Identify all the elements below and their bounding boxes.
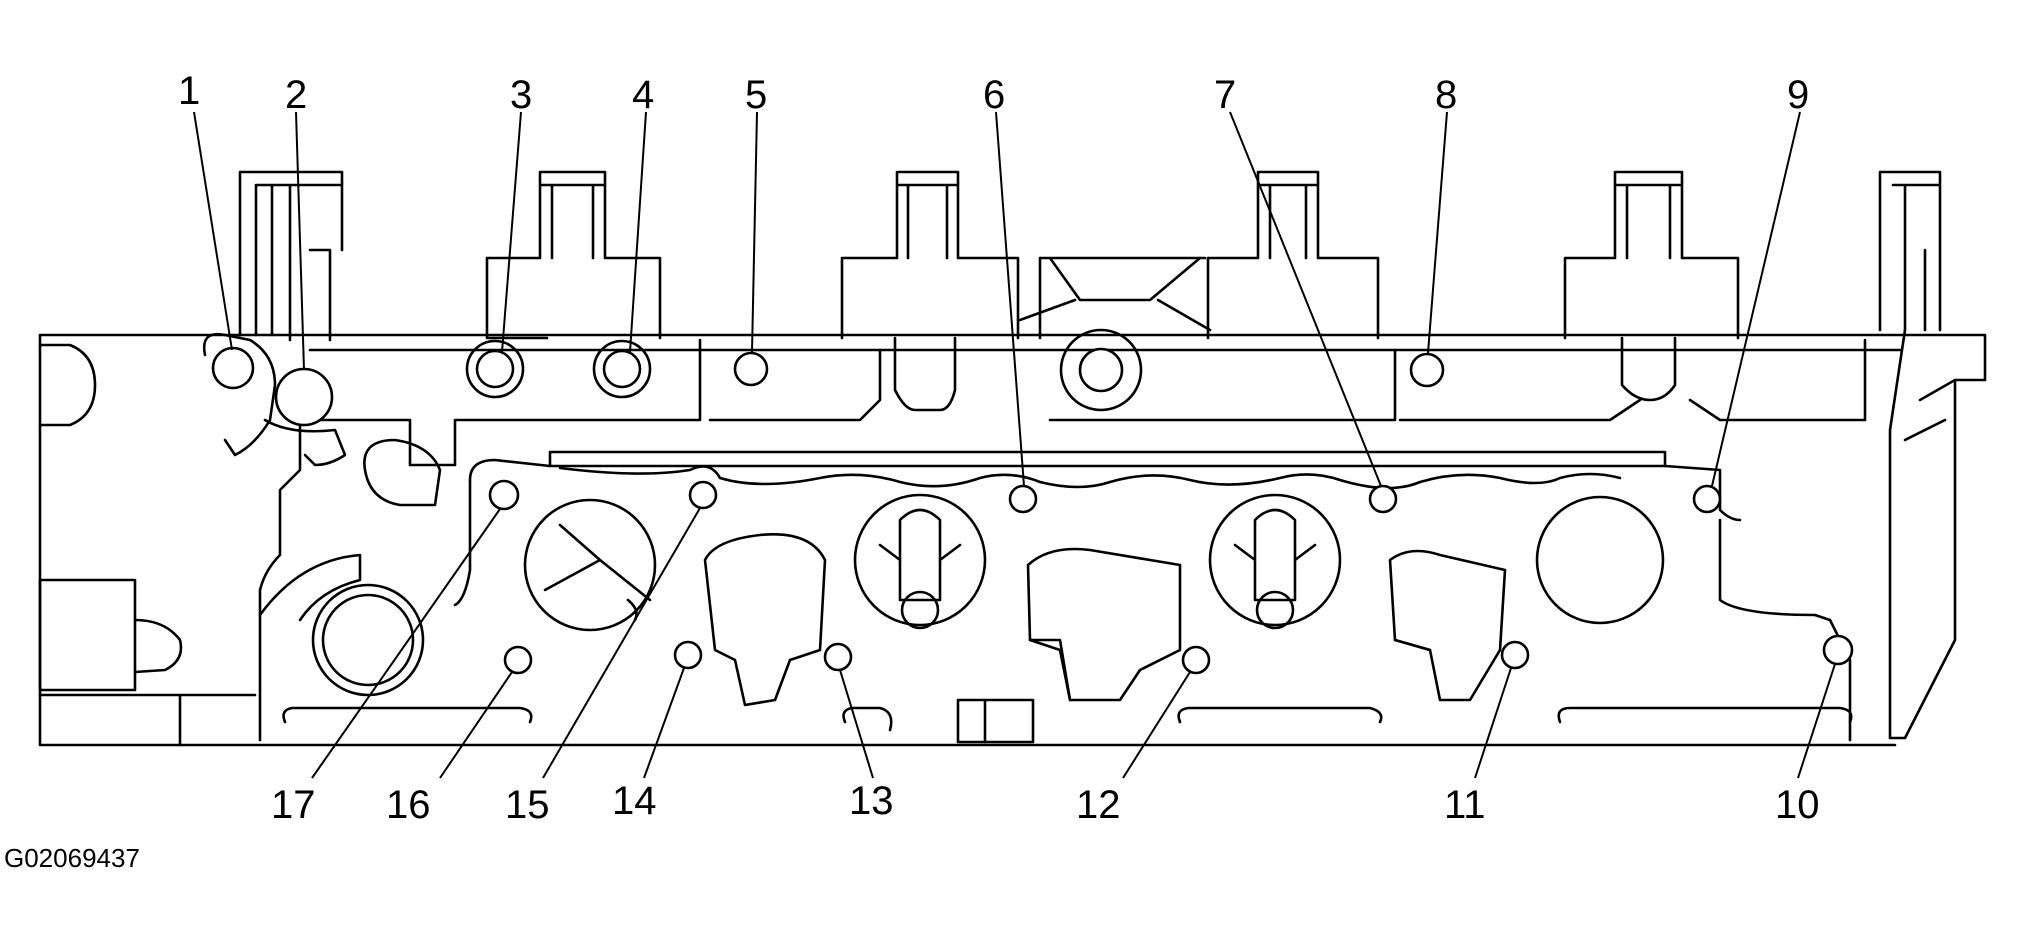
callout-7: 7 [1214, 73, 1236, 117]
callout-3: 3 [510, 73, 532, 117]
bolt-hole-4 [602, 349, 642, 389]
bolt-hole-10 [1822, 634, 1854, 666]
callout-8: 8 [1435, 73, 1457, 117]
bolt-hole-3 [475, 349, 515, 389]
bolt-hole-6 [1008, 484, 1038, 514]
bolt-hole-14 [673, 640, 703, 670]
callout-12: 12 [1076, 783, 1121, 827]
figure-id: G02069437 [4, 843, 140, 873]
callout-labels: 1 2 3 4 5 6 7 8 9 10 11 12 13 14 15 16 1… [178, 69, 1820, 827]
bolt-hole-1 [211, 346, 255, 390]
callout-9: 9 [1787, 73, 1809, 117]
bolt-hole-11 [1500, 640, 1530, 670]
bolt-holes [211, 328, 1854, 675]
bolt-hole-5 [733, 351, 769, 387]
bolt-hole-2 [274, 367, 334, 427]
callout-13: 13 [849, 779, 894, 823]
left-end-detail [38, 343, 425, 747]
bolt-hole-16 [503, 645, 533, 675]
bolt-hole-12 [1181, 645, 1211, 675]
callout-16: 16 [386, 783, 431, 827]
callout-17: 17 [271, 783, 316, 827]
bolt-hole-8 [1409, 352, 1445, 388]
callout-6: 6 [983, 73, 1005, 117]
bolt-hole-9 [1692, 484, 1722, 514]
bolt-hole-13 [823, 642, 853, 672]
leader-lines [193, 111, 1836, 779]
combustion-chambers [523, 493, 1665, 707]
bolt-hole-17 [488, 479, 520, 511]
callout-2: 2 [285, 73, 307, 117]
callout-14: 14 [612, 779, 657, 823]
bolt-hole-7 [1368, 484, 1398, 514]
bolt-hole-15 [688, 480, 718, 510]
callout-11: 11 [1444, 783, 1486, 827]
cam-bore [1078, 347, 1124, 393]
upper-bosses [202, 332, 442, 507]
callout-5: 5 [745, 73, 767, 117]
callout-1: 1 [178, 69, 200, 113]
callout-4: 4 [632, 73, 654, 117]
callout-10: 10 [1775, 783, 1820, 827]
head-outline [38, 328, 1987, 747]
callout-15: 15 [505, 783, 550, 827]
cam-towers [238, 170, 1942, 412]
